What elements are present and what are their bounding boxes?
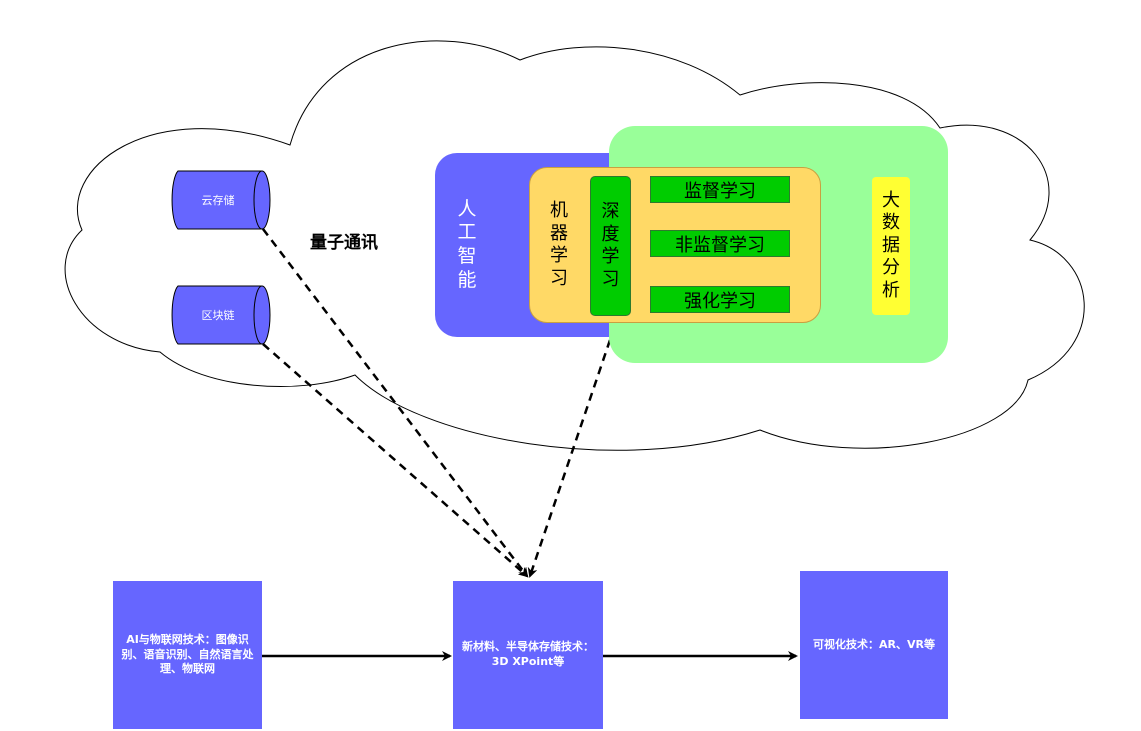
big-data-analysis-label: 大数据分析 (872, 177, 910, 315)
machine-learning-label: 机器学习 (550, 200, 568, 289)
blockchain-label: 区块链 (201, 309, 235, 322)
deep-learning-block: 深度学习 (590, 176, 631, 316)
blockchain-cylinder (171, 285, 271, 345)
unsupervised-learning-bar: 非监督学习 (650, 230, 790, 257)
cloud-storage-cylinder (171, 170, 271, 230)
cloud-storage-label: 云存储 (201, 194, 235, 207)
ai-label: 人工智能 (457, 197, 477, 291)
quantum-communication-label: 量子通讯 (310, 233, 378, 253)
new-materials-box: 新材料、半导体存储技术：3D XPoint等 (453, 581, 603, 729)
arrow-blockchain-to-middle (262, 343, 529, 578)
visualization-box: 可视化技术：AR、VR等 (800, 571, 948, 719)
ai-iot-box: AI与物联网技术：图像识别、语音识别、自然语言处理、物联网 (113, 581, 262, 729)
supervised-learning-bar: 监督学习 (650, 176, 790, 203)
reinforcement-learning-bar: 强化学习 (650, 286, 790, 313)
arrow-cloudstorage-to-middle (262, 228, 529, 578)
